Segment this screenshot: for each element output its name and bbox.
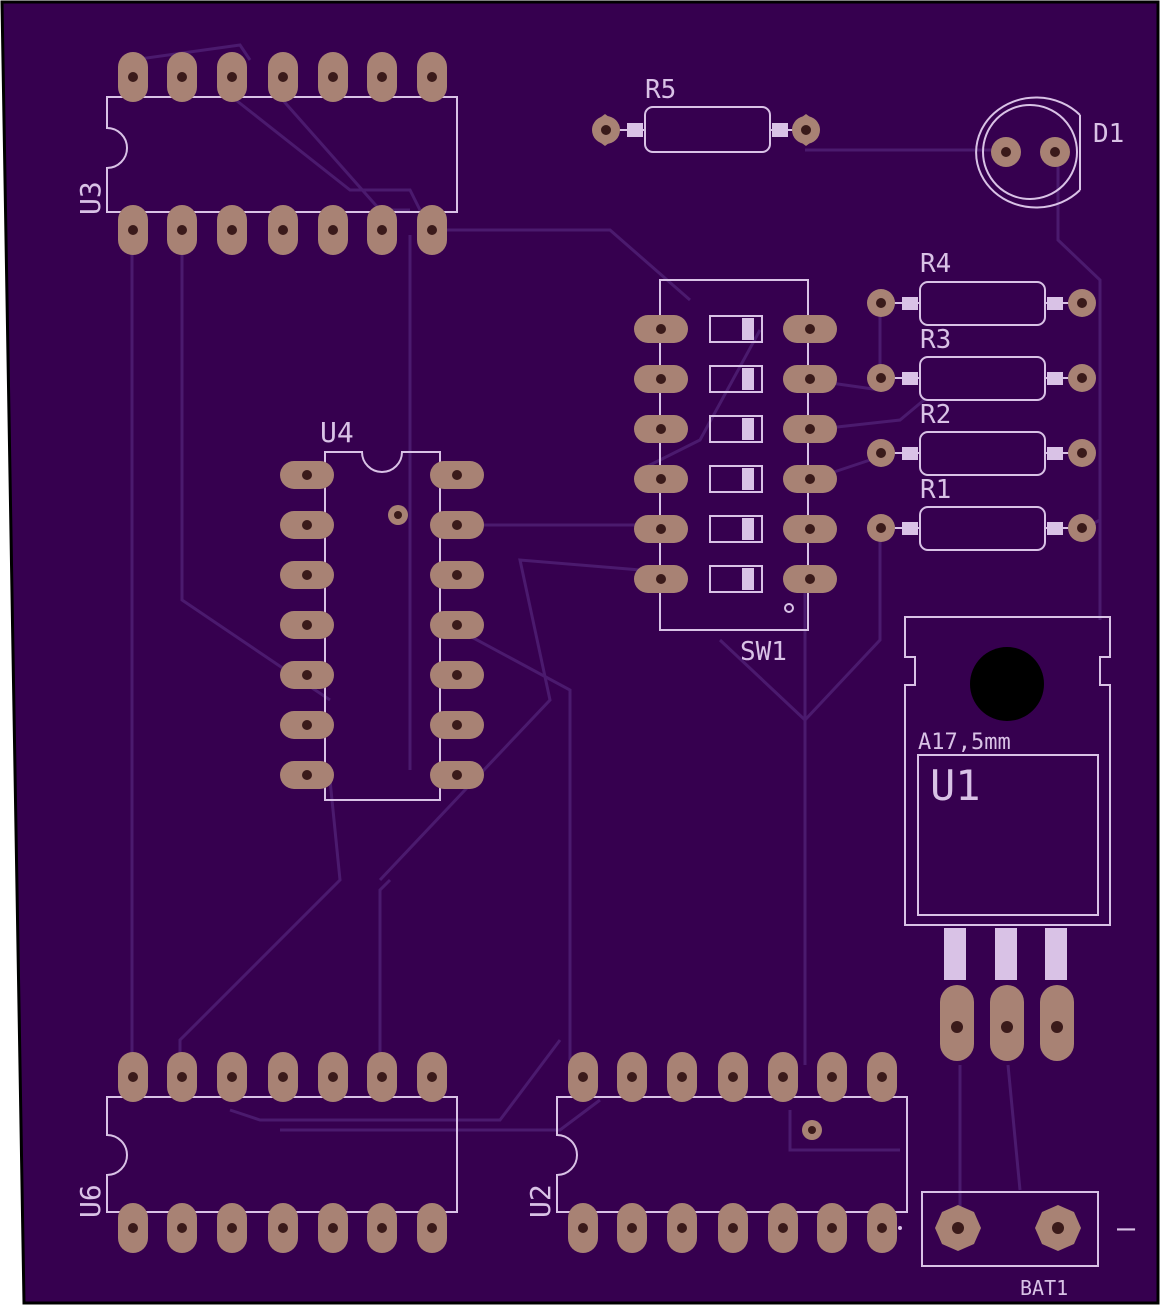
label-u4: U4	[320, 416, 354, 449]
label-u2: U2	[524, 1184, 557, 1218]
ic-u3-outline	[106, 96, 458, 213]
regulator-u1: A17,5mm U1	[904, 616, 1111, 1061]
label-r4: R4	[920, 249, 951, 279]
ic-u4-outline	[324, 451, 441, 801]
label-r2: R2	[920, 400, 951, 430]
label-u1: U1	[930, 761, 981, 810]
label-r1: R1	[920, 475, 951, 505]
battery-connector-bat1: – BAT1	[898, 1191, 1136, 1300]
label-u1-package: A17,5mm	[918, 730, 1011, 755]
label-bat1: BAT1	[1020, 1276, 1068, 1300]
resistor-r2: R2	[867, 400, 1096, 476]
label-r5: R5	[645, 75, 676, 105]
label-sw1: SW1	[740, 637, 787, 667]
resistor-r5: R5	[592, 75, 820, 153]
label-d1: D1	[1093, 119, 1124, 149]
ic-u6: U6	[74, 1052, 458, 1253]
resistor-r1: R1	[867, 475, 1096, 551]
label-r3: R3	[920, 325, 951, 355]
switch-sw1-outline	[659, 279, 809, 631]
label-u6: U6	[74, 1184, 107, 1218]
copper-traces	[130, 43, 1102, 1210]
ic-u3: U3	[74, 52, 458, 255]
ic-u2: U2	[524, 1052, 908, 1253]
label-u3: U3	[74, 181, 107, 215]
resistor-r3: R3	[867, 325, 1096, 401]
resistor-r4: R4	[867, 249, 1096, 326]
ic-u4: U4	[280, 416, 484, 801]
switch-sw1: SW1	[634, 279, 837, 667]
label-bat1-minus: –	[1117, 1211, 1136, 1246]
led-d1: D1	[975, 96, 1124, 209]
